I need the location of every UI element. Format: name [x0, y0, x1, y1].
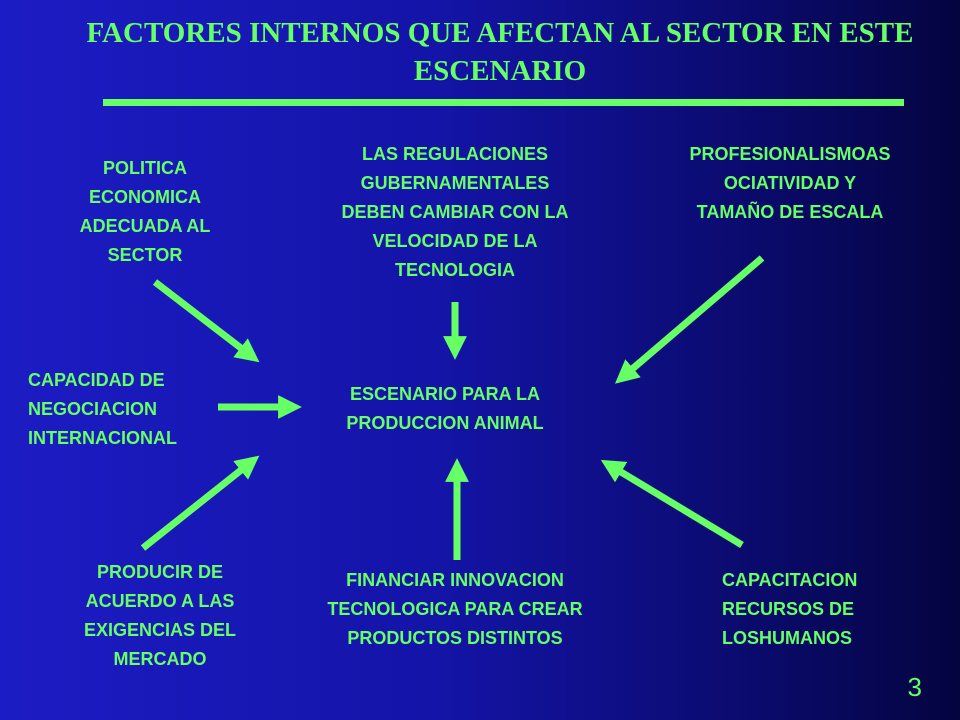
factor-capacitacion: CAPACITACION RECURSOS DE LOSHUMANOS	[722, 570, 858, 648]
slide-number: 3	[907, 672, 922, 702]
factor-regulaciones: LAS REGULACIONES GUBERNAMENTALES DEBEN C…	[341, 144, 569, 280]
factor-producir-mercado: PRODUCIR DE ACUERDO A LAS EXIGENCIAS DEL…	[83, 562, 237, 669]
factor-profesionalismo: PROFESIONALISMOAS OCIATIVIDAD Y TAMAÑO D…	[689, 144, 891, 222]
slide-title: FACTORES INTERNOS QUE AFECTAN AL SECTOR …	[86, 17, 914, 87]
arrow-top-right	[614, 255, 765, 384]
center-escenario: ESCENARIO PARA LA PRODUCCION ANIMAL	[346, 384, 544, 433]
factor-financiar-innovacion: FINANCIAR INNOVACION TECNOLOGICA PARA CR…	[327, 570, 583, 648]
factor-capacidad-negociacion: CAPACIDAD DE NEGOCIACION INTERNACIONAL	[28, 370, 177, 448]
factor-politica-economica: POLITICA ECONOMICA ADECUADA AL SECTOR	[79, 158, 211, 265]
arrow-top-left	[152, 279, 260, 363]
title-underline	[103, 99, 904, 106]
arrow-bottom-left	[140, 455, 260, 551]
arrow-bottom-right	[600, 459, 744, 548]
